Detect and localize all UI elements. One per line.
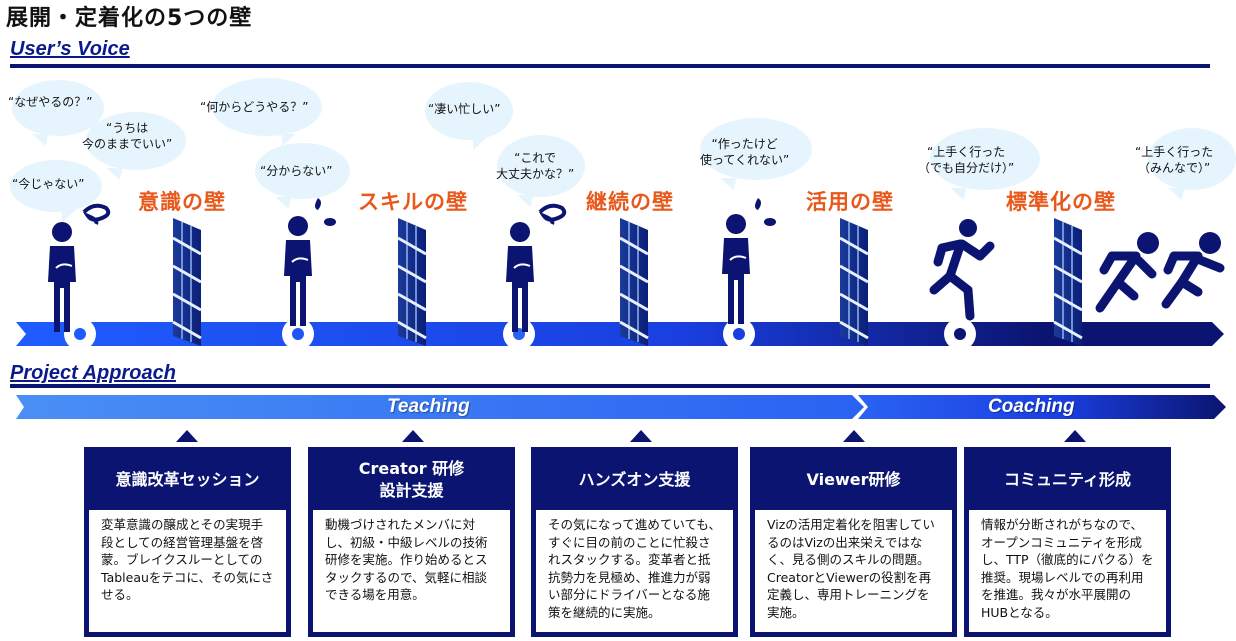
speech-bubble	[497, 135, 585, 197]
wall-icon	[396, 216, 428, 348]
approach-card-viewer-training: Viewer研修 Vizの活用定着化を阻害しているのはVizの出来栄えではなく、…	[750, 447, 957, 637]
card-title: Viewer研修	[753, 450, 954, 510]
sweat-drop-icon	[315, 198, 336, 226]
speech-bubble	[86, 112, 186, 170]
worried-person-icon	[283, 215, 313, 327]
card-description: 情報が分断されがちなので、オープンコミュニティを形成し、TTP（徹底的にパクる）…	[967, 510, 1168, 634]
card-description: その気になって進めていても、すぐに目の前のことに忙殺されスタックする。変革者と抵…	[534, 510, 735, 634]
card-title: コミュニティ形成	[967, 450, 1168, 510]
pointer-triangle-icon	[402, 430, 424, 442]
approach-card-awareness-session: 意識改革セッション 変革意識の醸成とその実現手段としての経営管理基盤を啓蒙。ブレ…	[84, 447, 291, 637]
card-title: 意識改革セッション	[87, 450, 288, 510]
speech-bubble	[1148, 128, 1236, 190]
speech-bubble	[10, 160, 102, 212]
user-quote: “これで 大丈夫かな？”	[496, 151, 575, 181]
wall-label-skill: スキルの壁	[358, 190, 468, 214]
speech-bubble	[425, 82, 513, 140]
milestone-marker	[503, 318, 535, 350]
user-quote: “作ったけど 使ってくれない”	[700, 137, 790, 167]
users-voice-divider	[10, 64, 1210, 68]
user-quote: “上手く行った （でも自分だけ）”	[918, 145, 1015, 175]
thinking-person-icon	[505, 221, 535, 333]
wall-icon	[171, 216, 203, 348]
user-quote: “凄い忙しい”	[428, 102, 501, 116]
user-quote: “上手く行った （みんなで）”	[1135, 145, 1214, 175]
milestone-marker	[64, 318, 96, 350]
speech-bubble	[700, 118, 812, 180]
pointer-triangle-icon	[630, 430, 652, 442]
card-description: 動機づけされたメンバに対し、初級・中級レベルの技術研修を実施。作り始めるとスタッ…	[311, 510, 512, 634]
sweat-drop-icon	[755, 198, 776, 226]
card-description: 変革意識の醸成とその実現手段としての経営管理基盤を啓蒙。ブレイクスルーとしてのT…	[87, 510, 288, 634]
approach-card-creator-training: Creator 研修 設計支援 動機づけされたメンバに対し、初級・中級レベルの技…	[308, 447, 515, 637]
project-approach-heading: Project Approach	[10, 362, 176, 384]
wall-label-standardization: 標準化の壁	[1006, 190, 1116, 214]
card-title: ハンズオン支援	[534, 450, 735, 510]
approach-card-hands-on-support: ハンズオン支援 その気になって進めていても、すぐに目の前のことに忙殺されスタック…	[531, 447, 738, 637]
pointer-triangle-icon	[176, 430, 198, 442]
card-description: Vizの活用定着化を阻害しているのはVizの出来栄えではなく、見る側のスキルの問…	[753, 510, 954, 634]
confusion-icon	[538, 203, 567, 225]
wall-icon	[1052, 216, 1084, 348]
wall-label-awareness: 意識の壁	[138, 190, 226, 214]
phase-label-coaching: Coaching	[988, 396, 1075, 417]
coaching-phase-arrow	[858, 395, 1226, 419]
running-person-icon	[929, 219, 995, 321]
running-team-icon	[1095, 232, 1225, 313]
phase-bar	[16, 395, 1226, 419]
approach-card-community-building: コミュニティ形成 情報が分断されがちなので、オープンコミュニティを形成し、TTP…	[964, 447, 1171, 637]
project-approach-divider	[10, 384, 1210, 388]
confusion-icon	[82, 203, 111, 225]
thinking-person-icon	[47, 221, 77, 333]
speech-bubble	[212, 78, 322, 136]
journey-track-graphic	[16, 198, 1225, 350]
milestone-marker	[723, 318, 755, 350]
phase-label-teaching: Teaching	[387, 396, 470, 417]
pointer-triangle-icon	[1064, 430, 1086, 442]
card-title: Creator 研修 設計支援	[311, 450, 512, 510]
wall-icon	[618, 216, 650, 348]
worried-person-icon	[721, 213, 751, 325]
wall-label-utilization: 活用の壁	[806, 190, 894, 214]
milestone-marker	[944, 318, 976, 350]
users-voice-heading: User’s Voice	[10, 38, 130, 60]
speech-bubble	[12, 80, 104, 136]
pointer-triangle-icon	[843, 430, 865, 442]
user-quote: “何からどうやる？”	[200, 100, 309, 114]
speech-bubble	[255, 143, 350, 199]
milestone-marker	[282, 318, 314, 350]
user-quote: “なぜやるの？”	[8, 95, 93, 109]
wall-icon	[838, 216, 870, 348]
page-title: 展開・定着化の5つの壁	[6, 6, 253, 31]
user-quote: “分からない”	[260, 164, 333, 178]
user-quote: “うちは 今のままでいい”	[82, 121, 173, 151]
teaching-phase-arrow	[16, 395, 864, 419]
user-quote: “今じゃない”	[12, 177, 85, 191]
speech-bubble	[930, 128, 1040, 190]
wall-label-continuity: 継続の壁	[586, 190, 674, 214]
